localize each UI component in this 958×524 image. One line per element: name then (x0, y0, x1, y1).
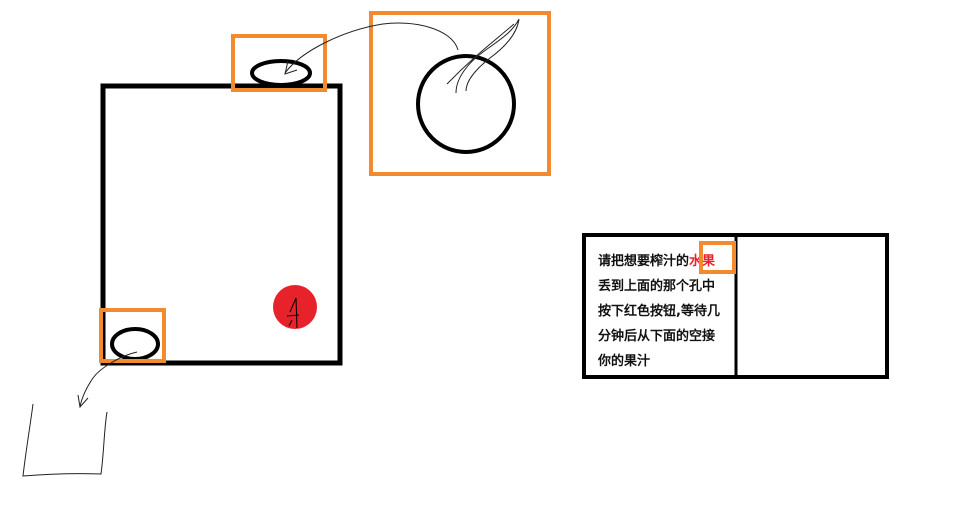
fruit-highlight-box (699, 241, 736, 274)
instruction-text: 请把想要榨汁的水果 丢到上面的那个孔中 按下红色按钮,等待几 分钟后从下面的空接… (597, 253, 720, 369)
juicer-body (100, 83, 343, 366)
instruction-line-4: 分钟后从下面的空接 (598, 328, 715, 344)
output-hole-highlight (99, 308, 166, 363)
zoom-box (369, 11, 551, 176)
instruction-line-2: 丢到上面的那个孔中 (598, 278, 715, 294)
red-button-cursor-mark (286, 297, 300, 329)
input-hole-highlight (231, 34, 327, 92)
zoom-hole (416, 54, 516, 154)
instruction-line-1-prefix: 请把想要榨汁的 (598, 253, 689, 269)
output-arrow-head (77, 394, 89, 409)
instruction-line-5: 你的果汁 (597, 353, 650, 369)
red-button (273, 285, 317, 329)
output-hole (110, 327, 160, 361)
zoom-scribble-line (446, 18, 520, 94)
juice-cup (22, 403, 108, 477)
instruction-line-3: 按下红色按钮,等待几 (598, 303, 720, 319)
input-hole (250, 59, 312, 87)
instruction-line-1: 请把想要榨汁的水果 (598, 253, 715, 269)
output-arrow (79, 351, 138, 407)
connector-arrow-head (284, 60, 298, 75)
connector-arrow (284, 22, 459, 74)
